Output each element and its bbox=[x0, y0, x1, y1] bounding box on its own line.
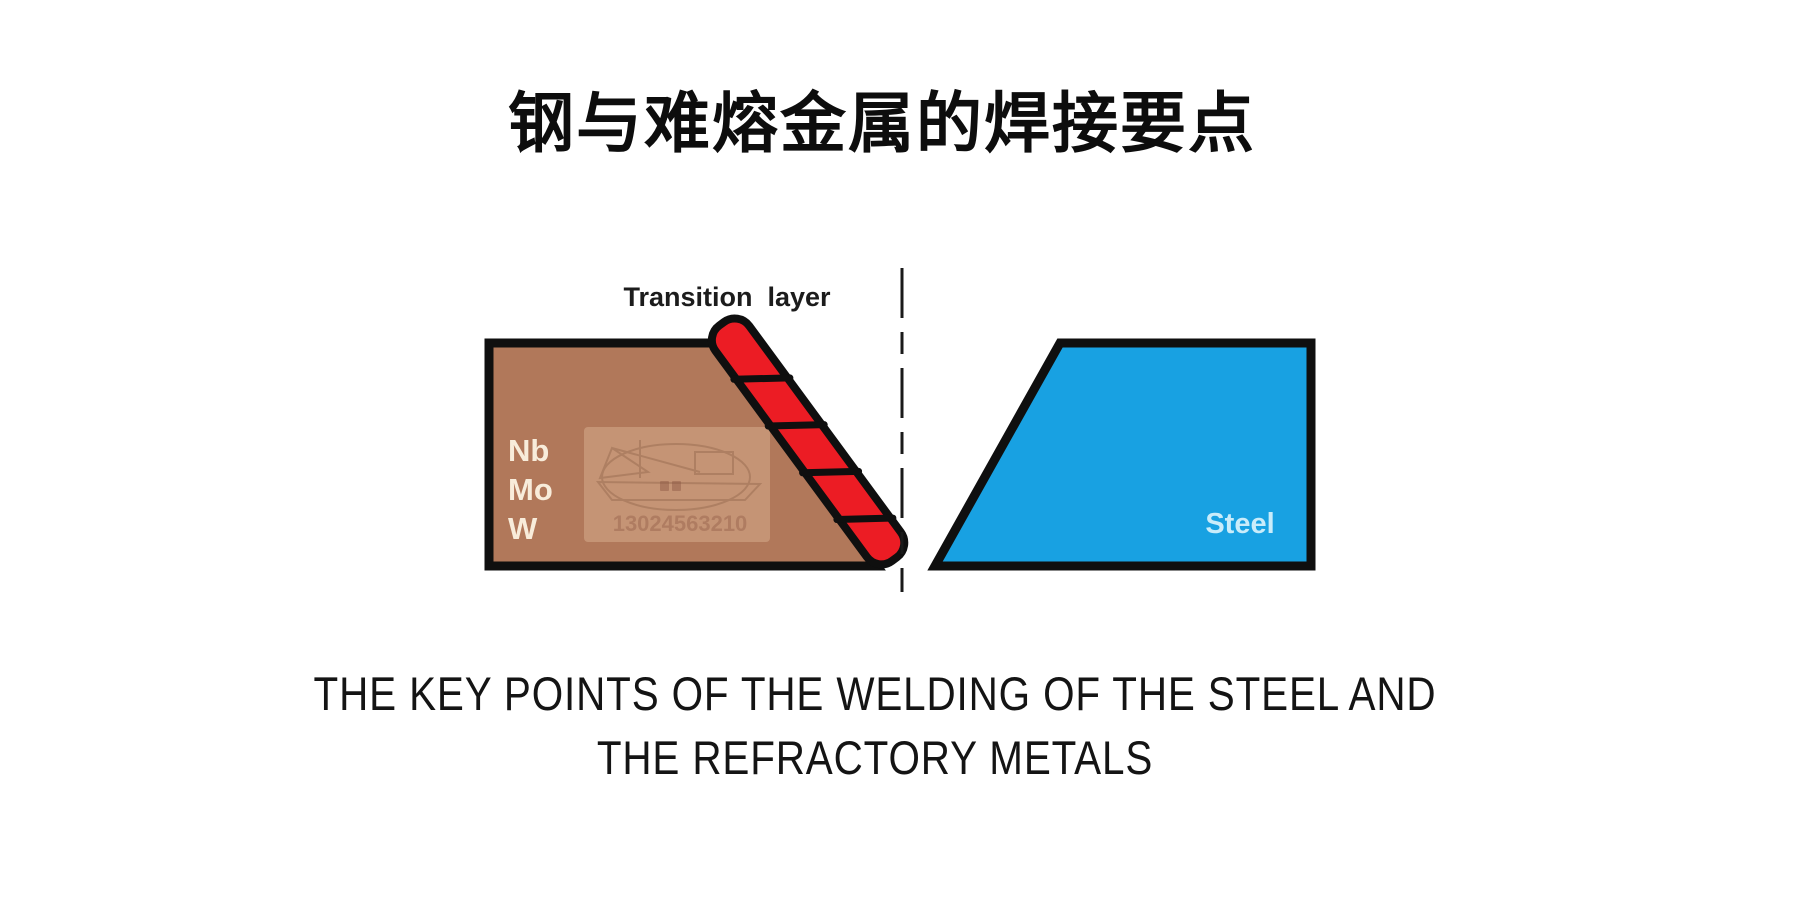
refractory-element-labels: Nb Mo W bbox=[508, 433, 553, 546]
watermark-ship-icon bbox=[595, 440, 763, 501]
transition-segment-divider bbox=[799, 467, 863, 477]
steel-shape bbox=[927, 338, 1316, 571]
steel-label: Steel bbox=[1205, 508, 1274, 540]
transition-segment-divider bbox=[764, 421, 828, 430]
page-title: 钢与难熔金属的焊接要点 bbox=[508, 86, 1256, 160]
caption-line-2: THE REFRACTORY METALS bbox=[596, 731, 1154, 784]
label-nb: Nb bbox=[508, 433, 549, 468]
watermark-panel bbox=[584, 427, 770, 542]
watermark-phone-number: 13024563210 bbox=[613, 511, 748, 536]
transition-segment-divider bbox=[833, 514, 897, 524]
watermark-seal-mark bbox=[660, 481, 669, 491]
watermark: 13024563210 bbox=[584, 427, 770, 542]
caption: THE KEY POINTS OF THE WELDING OF THE STE… bbox=[0, 662, 1750, 790]
label-mo: Mo bbox=[508, 472, 553, 507]
caption-line-1: THE KEY POINTS OF THE WELDING OF THE STE… bbox=[313, 667, 1437, 720]
transition-layer-strip bbox=[707, 314, 909, 569]
transition-layer-label: Transition layer bbox=[623, 282, 831, 312]
label-w: W bbox=[508, 511, 538, 546]
watermark-seal-mark bbox=[672, 481, 681, 491]
transition-segment-divider bbox=[730, 374, 794, 383]
